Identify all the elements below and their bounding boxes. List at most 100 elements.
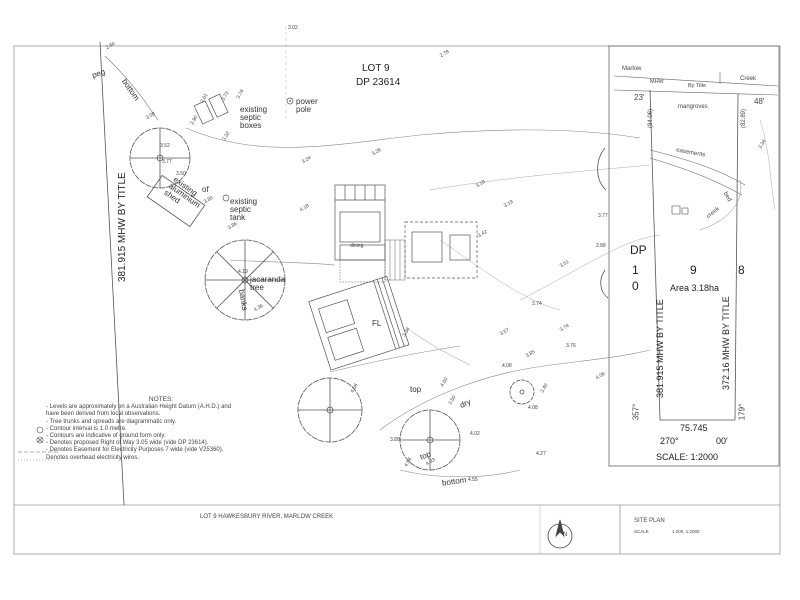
inset-area: Area 3.18ha bbox=[670, 283, 720, 293]
label-of: of bbox=[202, 185, 209, 194]
septic-boxes bbox=[193, 93, 229, 125]
house-deck bbox=[339, 239, 406, 283]
inset-right-boundary: 372.16 MHW BY TITLE bbox=[721, 296, 731, 390]
inset-deg-right: 48' bbox=[754, 97, 765, 106]
level-4.02: 4.02 bbox=[470, 431, 480, 437]
left-boundary-line bbox=[99, 41, 125, 506]
inset-bottom-left-angle: 357° bbox=[631, 403, 641, 421]
lot-title: LOT 9 bbox=[362, 63, 390, 74]
level-3.77b: 3.77 bbox=[598, 213, 608, 219]
tree-3 bbox=[297, 377, 363, 443]
tree-4 bbox=[399, 409, 461, 471]
label-dining: dining bbox=[350, 243, 364, 249]
inset-dp: DP bbox=[630, 243, 647, 257]
inset-scale: SCALE: 1:2000 bbox=[656, 452, 719, 462]
level-3.88: 3.88 bbox=[390, 437, 400, 443]
inset-lot-digit-0: 0 bbox=[632, 279, 639, 293]
tree-1 bbox=[129, 127, 191, 189]
inset-bank-right bbox=[759, 119, 776, 211]
note-line: - Denotes proposed Right of Way 3.05 wid… bbox=[46, 440, 209, 447]
level-4.08b: 4.08 bbox=[502, 363, 512, 369]
left-boundary-label: 381.915 MHW BY TITLE bbox=[117, 172, 128, 282]
contour-line-2 bbox=[429, 164, 651, 191]
note-line: - Levels are approximately on a Australi… bbox=[46, 404, 232, 411]
note-line: - Contours are indicative of ground form… bbox=[46, 433, 166, 440]
level-3.77: 3.77 bbox=[162, 159, 172, 165]
inset-left-boundary: 381.915 MHW BY TITLE bbox=[655, 299, 665, 398]
inset-bottom-minutes: 00' bbox=[716, 436, 728, 446]
power-pole bbox=[286, 97, 294, 105]
level-3.76b: 3.76 bbox=[566, 343, 576, 349]
inset-by-title: By Title bbox=[688, 83, 707, 89]
sheet-border bbox=[13, 45, 781, 555]
inset-creek-name: Marlow bbox=[622, 66, 642, 72]
label-top: top bbox=[410, 385, 422, 394]
aluminium-shed bbox=[146, 174, 206, 228]
notes-panel: NOTES: - Levels are approximately on a A… bbox=[46, 396, 276, 462]
inset-house-marker bbox=[671, 205, 681, 215]
north-label: N bbox=[563, 532, 568, 538]
bank-line-bottom bbox=[399, 469, 521, 478]
note-line: have been derived from local observation… bbox=[46, 411, 161, 418]
inset-frame bbox=[608, 45, 780, 467]
septic-tank bbox=[222, 194, 230, 202]
note-line: - Contour interval is 1.0 metre. bbox=[46, 425, 127, 432]
inset-mhw: MHW bbox=[650, 79, 664, 85]
inset-creek-word: Creek bbox=[740, 76, 757, 82]
contour-line-1 bbox=[185, 127, 641, 148]
level-4.19: 4.19 bbox=[238, 269, 248, 275]
inset-lot-right-line bbox=[734, 93, 739, 421]
house-west-wing bbox=[308, 275, 410, 371]
scale-label: SCALE bbox=[634, 529, 649, 534]
inset-ch-right: (82.89) bbox=[741, 108, 747, 128]
inset-bottom-bearing: 270° bbox=[660, 436, 679, 446]
legend-pole-symbol bbox=[36, 436, 44, 444]
label-power-pole: power pole bbox=[296, 97, 318, 114]
inset-mangroves: mangroves bbox=[678, 104, 708, 110]
scale-value: 1:200, 1:2000 bbox=[672, 529, 700, 534]
tree-2 bbox=[204, 239, 286, 321]
sheet-title: SITE PLAN bbox=[634, 518, 665, 524]
contour-line-3 bbox=[519, 234, 661, 301]
north-arrow bbox=[547, 519, 573, 549]
inset-lot-digit-1: 1 bbox=[632, 263, 639, 277]
level-3.50: 3.50 bbox=[176, 171, 186, 177]
inset-deg-left: 23' bbox=[634, 93, 645, 102]
tree-6 bbox=[597, 147, 609, 299]
label-septic-tank: existing septic tank bbox=[230, 197, 258, 222]
legend-tree-symbol bbox=[36, 426, 44, 434]
level-4.08: 4.08 bbox=[528, 405, 538, 411]
inset-creek-line-1 bbox=[613, 75, 779, 87]
dp-number: DP 23614 bbox=[356, 77, 401, 88]
project-title: LOT 9 HAWKESBURY RIVER, MARLOW CREEK bbox=[200, 514, 334, 520]
inset-creek-bed-2 bbox=[649, 157, 743, 196]
inset-lot-left-line bbox=[649, 89, 661, 421]
notes-title: NOTES: bbox=[148, 396, 174, 403]
level-4.27: 4.27 bbox=[536, 451, 546, 457]
tree-5 bbox=[509, 379, 535, 405]
ground-line bbox=[229, 259, 336, 266]
level-3.02: 3.02 bbox=[288, 25, 298, 31]
bank-line-top bbox=[104, 55, 159, 121]
inset-creek-line-2 bbox=[613, 89, 779, 96]
inset-bottom-length: 75.745 bbox=[680, 423, 708, 433]
inset-lot-digit-9: 9 bbox=[690, 263, 697, 277]
inset-ch-left: (84.06) bbox=[648, 108, 654, 128]
bank-line-mid bbox=[329, 345, 461, 373]
inset-creek-bed bbox=[649, 149, 746, 186]
inset-bottom-right-angle: 179° bbox=[737, 403, 747, 421]
ground-line-2 bbox=[409, 329, 471, 366]
label-septic-boxes: existing septic boxes bbox=[240, 105, 268, 130]
level-3.74b: 3.74 bbox=[532, 301, 542, 307]
note-line: - Tree trunks and spreads are diagrammat… bbox=[46, 418, 177, 425]
label-jacaranda: jacaranda tree bbox=[250, 275, 286, 292]
level-2.88: 2.88 bbox=[596, 243, 606, 249]
level-3.52: 3.52 bbox=[160, 143, 170, 149]
inset-house-marker-2 bbox=[681, 207, 689, 215]
house-east bbox=[404, 221, 478, 279]
inset-lot-digit-8: 8 bbox=[738, 263, 745, 277]
inset-creek-arc bbox=[699, 179, 742, 231]
note-line: - Denotes Easement for Electricity Purpo… bbox=[46, 447, 224, 454]
contour-line-4 bbox=[439, 239, 561, 311]
